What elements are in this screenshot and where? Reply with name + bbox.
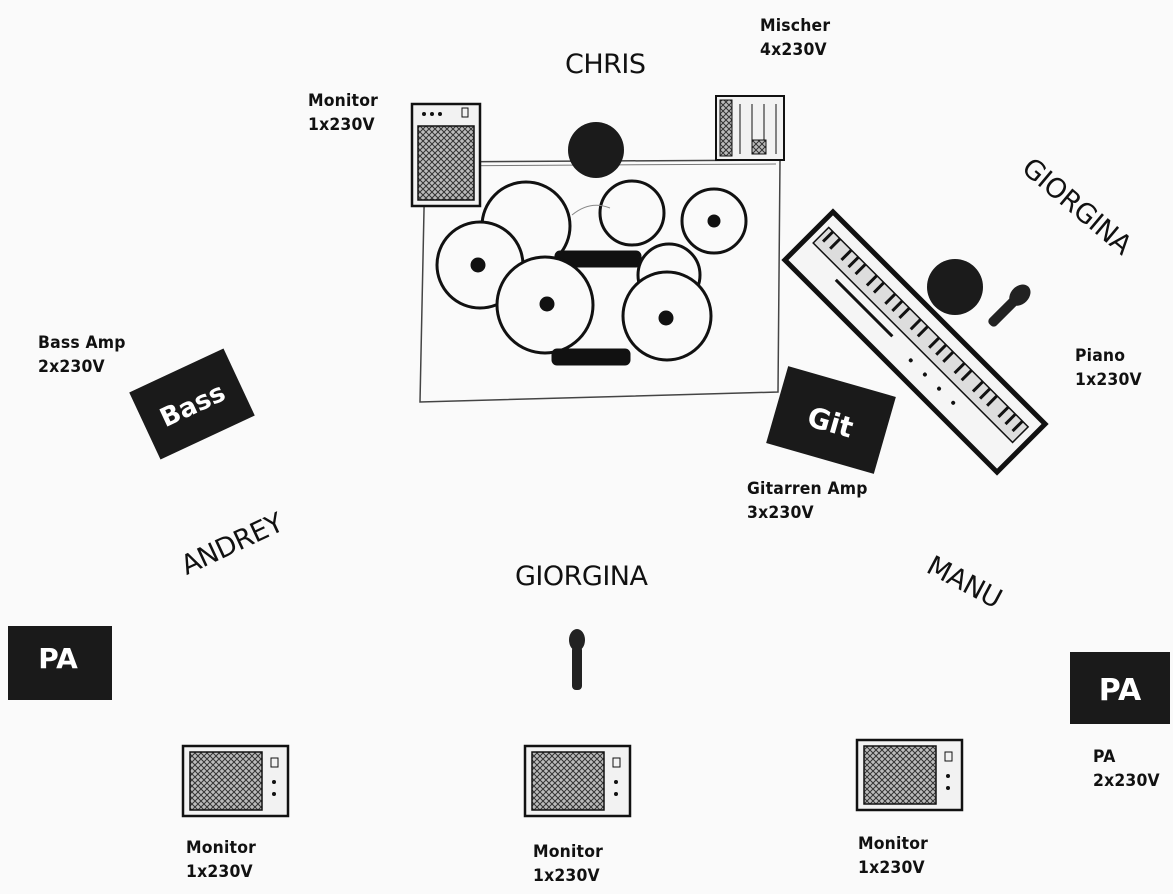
bass-amp: Bass (129, 348, 255, 460)
label-monitor-drums-power: 1x230V (308, 115, 375, 135)
floor-monitor-left (181, 744, 290, 818)
pa-left-text: PA (38, 642, 78, 675)
label-piano: Piano 1x230V (1075, 344, 1142, 392)
keyboard-instrument (781, 208, 1049, 476)
label-guitar-amp-name: Gitarren Amp (747, 479, 868, 499)
label-bass-amp-name: Bass Amp (38, 333, 126, 353)
vocal-microphone (569, 629, 585, 690)
label-piano-power: 1x230V (1075, 370, 1142, 390)
label-monitor-right-power: 1x230V (858, 858, 925, 878)
label-mixer: Mischer 4x230V (760, 14, 830, 62)
label-monitor-left-name: Monitor (186, 838, 257, 858)
pa-left-speaker: PA (8, 626, 112, 700)
guitar-amp: Git (766, 366, 896, 474)
label-guitar-amp-power: 3x230V (747, 503, 814, 523)
label-monitor-drums-name: Monitor (308, 91, 379, 111)
musician-drums-name: CHRIS (565, 49, 646, 80)
label-mixer-power: 4x230V (760, 40, 827, 60)
keys-stool (927, 259, 983, 315)
label-bass-amp-power: 2x230V (38, 357, 105, 377)
label-bass-amp: Bass Amp 2x230V (38, 331, 126, 379)
label-piano-name: Piano (1075, 346, 1126, 366)
label-monitor-center-name: Monitor (533, 842, 604, 862)
pa-right-text: PA (1099, 673, 1142, 708)
label-guitar-amp: Gitarren Amp 3x230V (747, 477, 868, 525)
label-monitor-right-name: Monitor (858, 834, 929, 854)
label-monitor-right: Monitor 1x230V (858, 832, 928, 880)
musician-vocals-name: GIORGINA (515, 561, 648, 592)
floor-monitor-right (855, 738, 964, 812)
label-pa-name: PA (1093, 747, 1116, 767)
floor-monitor-center (523, 744, 632, 818)
label-monitor-left-power: 1x230V (186, 862, 253, 882)
keys-microphone (988, 284, 1031, 327)
drum-monitor-speaker (410, 102, 482, 208)
label-pa-power: 2x230V (1093, 771, 1160, 791)
label-monitor-left: Monitor 1x230V (186, 836, 256, 884)
label-monitor-center: Monitor 1x230V (533, 840, 603, 888)
mixer-desk (715, 95, 785, 161)
drum-riser (419, 159, 781, 403)
label-monitor-center-power: 1x230V (533, 866, 600, 886)
drum-throne (568, 122, 624, 178)
label-pa: PA 2x230V (1093, 745, 1160, 793)
drum-kit (435, 179, 748, 366)
label-monitor-drums: Monitor 1x230V (308, 89, 378, 137)
label-mixer-name: Mischer (760, 16, 831, 36)
pa-right-speaker: PA (1070, 652, 1170, 724)
